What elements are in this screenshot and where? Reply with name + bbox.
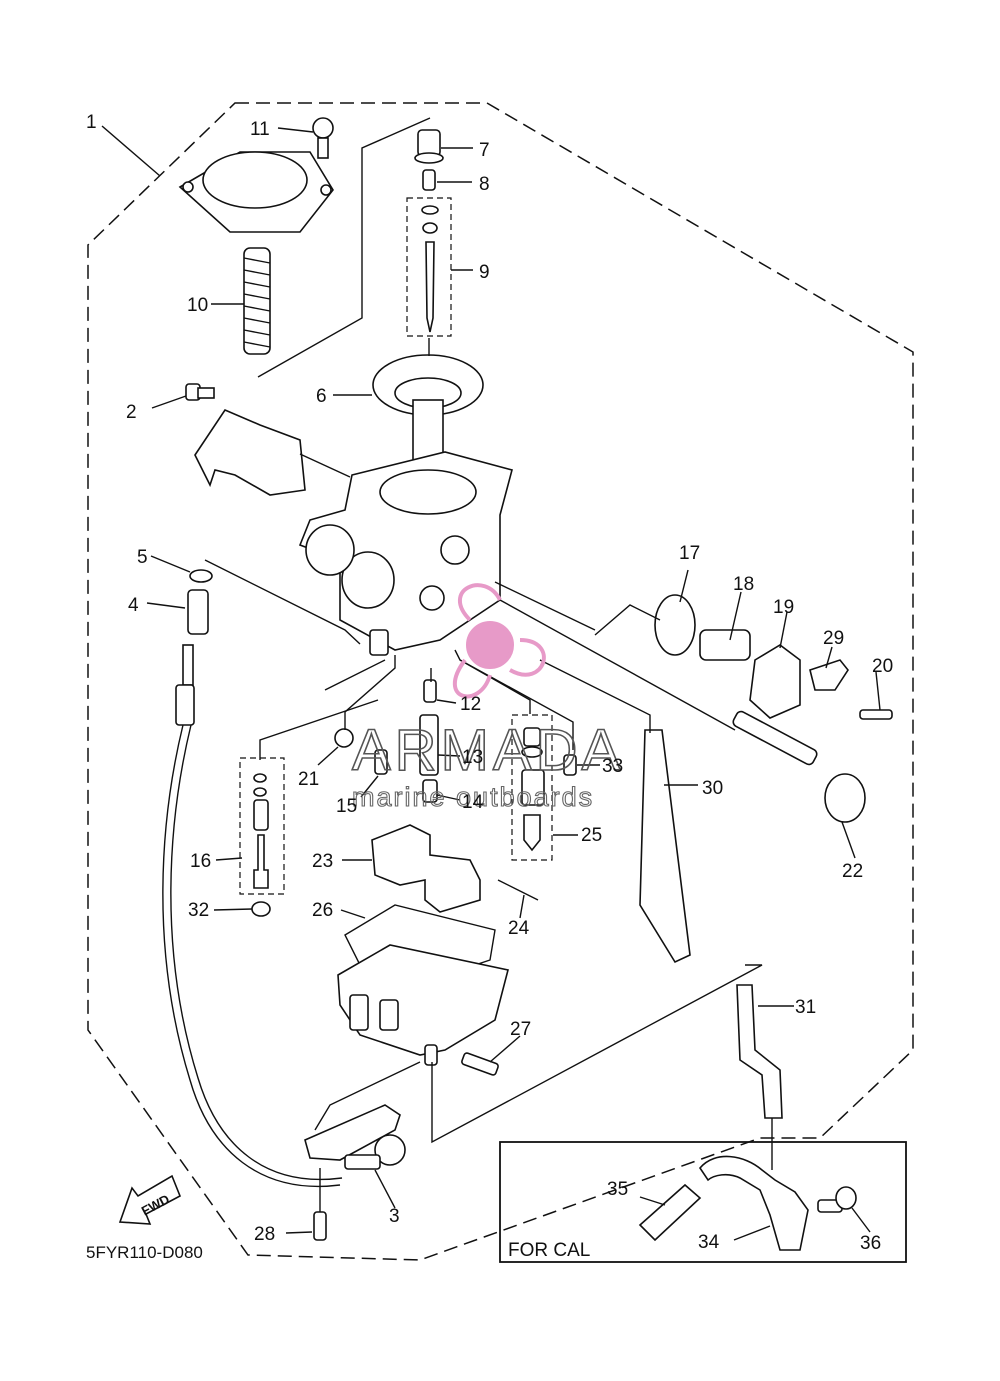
part-14-jet [422,779,438,803]
watermark-tagline: marine outboards [352,782,594,812]
callout-17: 17 [679,543,700,564]
callout-3: 3 [389,1206,400,1227]
part-16-pilot-screw-set [239,757,285,895]
watermark: ARMADA marine outboards [351,583,624,813]
part-float-bowl [337,944,509,1066]
callout-26: 26 [312,900,333,921]
part-8-spring [422,169,436,191]
leader-lines [101,117,881,1241]
part-27-screw [461,1052,499,1076]
callout-14: 14 [462,792,484,813]
callout-13: 13 [462,747,483,768]
callout-7: 7 [479,140,490,161]
assembly-outline [87,102,914,1261]
part-5-washer [189,569,213,583]
part-21-washer [334,728,354,748]
callout-36: 36 [860,1233,881,1254]
part-top-cover [178,151,334,233]
parts [118,117,893,1251]
callout-5: 5 [137,547,148,568]
part-24-pin [497,879,539,901]
callout-11: 11 [250,119,270,140]
callout-29: 29 [823,628,844,649]
part-30-hose [639,729,691,964]
watermark-logo [452,583,546,699]
part-32-plug [251,901,271,917]
part-29-lever [809,659,849,691]
part-36-bolt [817,1186,857,1213]
callout-12: 12 [460,694,481,715]
watermark-brand: ARMADA [352,718,624,783]
callout-18: 18 [733,574,754,595]
callout-35: 35 [607,1179,628,1200]
part-10-spring [243,247,271,355]
callout-30: 30 [702,778,723,799]
callout-31: 31 [795,997,816,1018]
for-cal-label: FOR CAL [508,1240,590,1261]
part-6-diaphragm [372,354,484,471]
callout-9: 9 [479,262,490,283]
part-18-spring [699,629,751,661]
callout-10: 10 [187,295,208,316]
callout-1: 1 [86,112,97,133]
callout-24: 24 [508,918,530,939]
callout-25: 25 [581,825,602,846]
part-7-cap [414,129,444,164]
part-2-screw-bracket [185,383,306,496]
part-34-hose-fitting [699,1155,809,1251]
diagram-code: 5FYR110-D080 [86,1243,203,1262]
part-17-diaphragm [654,594,696,656]
part-33-screw [563,754,577,776]
callout-8: 8 [479,174,490,195]
callout-6: 6 [316,386,327,407]
callout-33: 33 [602,756,623,777]
part-3-bracket [304,1104,406,1170]
part-13-jet [419,714,439,776]
callout-27: 27 [510,1019,531,1040]
callout-28: 28 [254,1224,275,1245]
callout-20: 20 [872,656,893,677]
part-12-jet [423,679,437,703]
callout-4: 4 [128,595,139,616]
part-4-spring [187,589,209,635]
callout-22: 22 [842,861,863,882]
callout-labels: 1 2 3 4 5 6 7 8 9 10 11 12 13 14 15 16 1… [86,112,893,1262]
fwd-arrow-icon [118,1174,182,1225]
part-31-hose [736,984,783,1119]
callout-32: 32 [188,900,209,921]
part-25-needle-valve-set [511,714,553,861]
callout-34: 34 [698,1232,720,1253]
callout-19: 19 [773,597,794,618]
callout-23: 23 [312,851,333,872]
for-cal-box [499,1141,907,1263]
part-15-screw [374,749,388,775]
part-23-float [371,824,481,913]
callout-15: 15 [336,796,357,817]
part-28-screw [313,1211,327,1241]
part-20-screw [859,709,893,720]
callout-2: 2 [126,402,137,423]
part-35-hose [638,1183,702,1242]
callout-16: 16 [190,851,211,872]
part-22-plunger [732,710,866,823]
part-19-cover [749,644,801,719]
callout-21: 21 [298,769,319,790]
part-11-screw [312,117,334,159]
part-9-needle [406,197,452,337]
part-cable [162,644,343,1187]
